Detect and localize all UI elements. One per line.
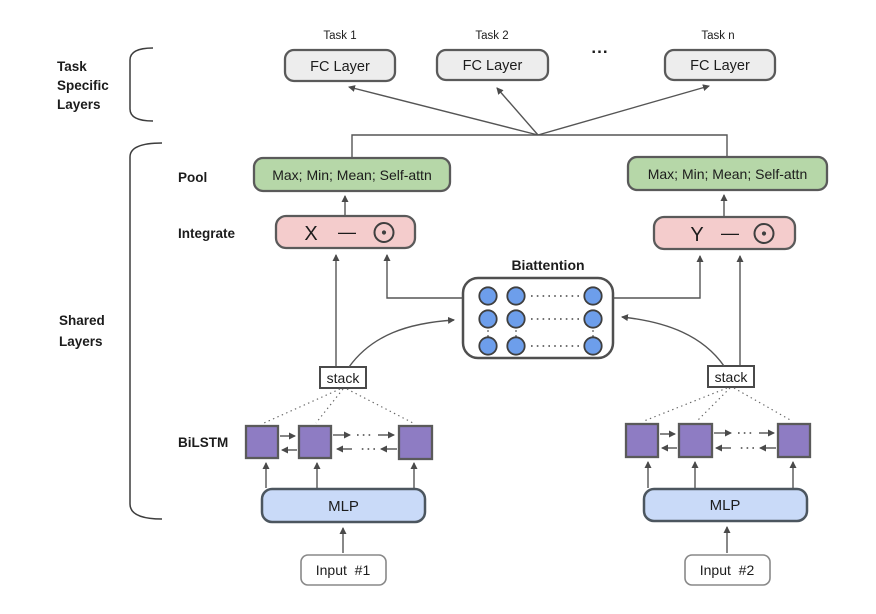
pool-box-left — [252, 156, 452, 193]
stack-box-right — [707, 365, 755, 388]
input-box-right — [684, 554, 771, 586]
arrow-to-fc2 — [496, 87, 539, 136]
integrate-symbol-right: Y — [690, 224, 703, 246]
fc-label-taskn: FC Layer — [690, 58, 750, 74]
bilstm-left — [244, 424, 434, 461]
bilstm-right — [624, 422, 812, 459]
task-specific-line3: Layers — [57, 97, 101, 112]
mlp-label-right: MLP — [710, 497, 741, 514]
pool-label-right: Max; Min; Mean; Self-attn — [648, 166, 808, 182]
bilstm-cell — [397, 424, 434, 461]
shared-bracket — [129, 142, 163, 520]
input-right: Input #2 — [684, 526, 771, 586]
task-specific-line1: Task — [57, 59, 87, 74]
task-specific-label: Task Specific Layers — [57, 59, 109, 112]
attention-node — [478, 336, 498, 356]
shared-line1: Shared — [59, 313, 105, 328]
odot-dot-left — [381, 230, 387, 235]
attention-dots-columns — [487, 330, 594, 337]
attention-node — [583, 309, 603, 329]
arrow-biattn-to-integrate-right — [613, 255, 704, 299]
fc-box-task1 — [283, 48, 397, 83]
stack-left: stack — [319, 254, 455, 389]
bilstm-stack-fan-right — [643, 387, 793, 422]
integrate-row-label: Integrate — [178, 226, 236, 241]
arrow-to-fcn — [537, 84, 710, 136]
biattention-title: Biattention — [511, 257, 584, 273]
input-label-left: Input #1 — [316, 562, 371, 578]
odot-icon-right — [753, 223, 775, 244]
biattention: Biattention — [383, 254, 704, 360]
attention-node — [478, 309, 498, 329]
mlp-label-left: MLP — [328, 498, 359, 515]
biattention-box — [461, 276, 615, 360]
fc-label-task2: FC Layer — [463, 58, 523, 74]
input-label-right: Input #2 — [700, 562, 755, 578]
pool-box-right — [626, 155, 829, 192]
bilstm-cell — [776, 422, 812, 459]
tasks-ellipsis: ... — [591, 38, 608, 57]
arrow-biattn-to-integrate-left — [383, 254, 463, 299]
stack-right: stack — [621, 255, 755, 388]
mlp-right: MLP — [642, 461, 809, 523]
shared-line2: Layers — [59, 334, 103, 349]
mlp-box-left — [260, 487, 427, 524]
attention-node — [506, 336, 526, 356]
odot-dot-right — [761, 231, 767, 236]
odot-ring-left — [373, 222, 395, 243]
pool-row: Max; Min; Mean; Self-attn Max; Min; Mean… — [252, 155, 829, 216]
arrow-stack-to-biattn-left — [348, 316, 455, 368]
mlp-box-right — [642, 487, 809, 523]
shared-label: Shared Layers — [59, 313, 105, 349]
attention-nodes — [478, 286, 603, 356]
attention-node — [583, 336, 603, 356]
input-left: Input #1 — [300, 527, 387, 586]
bilstm-row-label: BiLSTM — [178, 435, 228, 450]
bilstm-stack-fan-left — [263, 388, 414, 424]
mlp-left: MLP — [260, 462, 427, 524]
pool-label-left: Max; Min; Mean; Self-attn — [272, 167, 432, 183]
task-specific-bracket — [129, 47, 154, 122]
integrate-row: X — Y — — [274, 214, 797, 251]
bilstm-cell — [677, 422, 714, 459]
attention-node — [583, 286, 603, 306]
odot-icon-left — [373, 222, 395, 243]
bilstm-cell — [244, 424, 280, 460]
minus-dash-left: — — [338, 222, 356, 242]
task2-label: Task 2 — [475, 30, 508, 42]
attention-node — [478, 286, 498, 306]
bilstm-cell — [624, 422, 660, 459]
attention-node — [506, 309, 526, 329]
pool-merge-line — [351, 134, 728, 158]
bilstm-cell — [297, 424, 333, 460]
fc-box-task2 — [435, 48, 550, 82]
odot-ring-right — [753, 223, 775, 244]
fc-label-task1: FC Layer — [310, 59, 370, 75]
arrow-to-fc1 — [348, 85, 539, 136]
stack-box-left — [319, 366, 367, 389]
task-specific-section: Task 1 Task 2 Task n ... FC Layer FC Lay… — [283, 30, 777, 83]
stack-label-right: stack — [715, 369, 749, 385]
task-specific-line2: Specific — [57, 78, 109, 93]
stack-label-left: stack — [327, 370, 361, 386]
task1-label: Task 1 — [323, 30, 356, 42]
attention-node — [506, 286, 526, 306]
minus-dash-right: — — [721, 223, 739, 243]
integrate-symbol-left: X — [304, 223, 317, 245]
arrow-stack-to-biattn-right — [621, 314, 725, 367]
input-box-left — [300, 554, 387, 586]
fc-box-taskn — [663, 48, 777, 82]
pool-row-label: Pool — [178, 170, 207, 185]
fanout-connector — [348, 84, 728, 158]
taskn-label: Task n — [701, 30, 734, 42]
